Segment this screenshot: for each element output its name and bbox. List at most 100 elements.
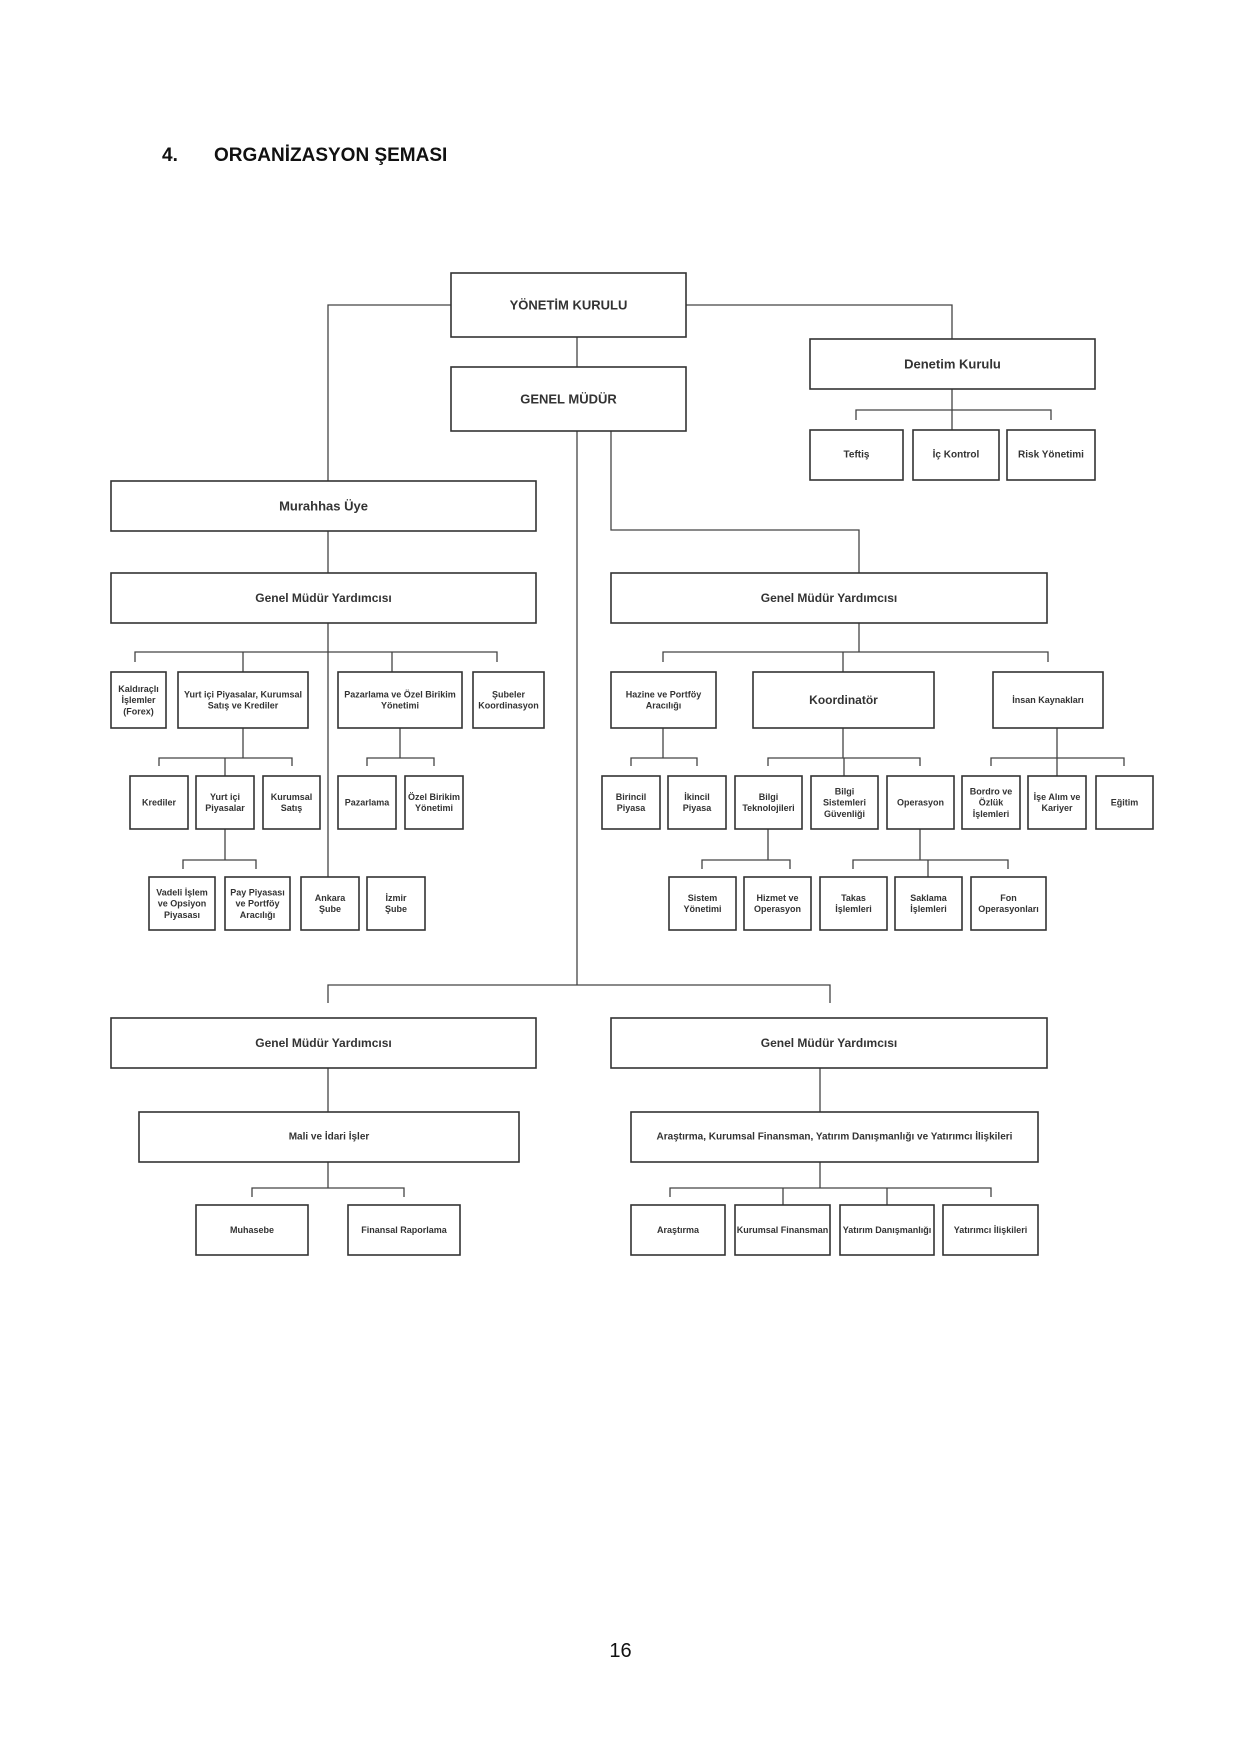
org-box-label: (Forex) (123, 706, 154, 716)
org-box-label: Operasyonları (978, 904, 1039, 914)
connector-line (630, 757, 698, 766)
org-box-gm: GENEL MÜDÜR (450, 366, 687, 432)
org-box-yk: YÖNETİM KURULU (450, 272, 687, 338)
org-box-kurumsal-fin: Kurumsal Finansman (734, 1204, 831, 1256)
org-box-label: Yönetimi (683, 904, 721, 914)
org-box-label: Şube (319, 904, 341, 914)
org-box-label: Piyasa (617, 803, 647, 813)
org-box-label: İnsan Kaynakları (1012, 695, 1084, 705)
org-box-gmy1: Genel Müdür Yardımcısı (110, 572, 537, 624)
org-box-label: Fon (1000, 893, 1017, 903)
org-box-risk: Risk Yönetimi (1006, 429, 1096, 481)
org-box-label: Özlük (979, 798, 1004, 808)
org-box-dk: Denetim Kurulu (809, 338, 1096, 390)
org-box-label: Satış (281, 803, 303, 813)
org-box-label: Operasyon (754, 904, 801, 914)
org-box-label: Kurumsal (271, 792, 313, 802)
org-box-label: YÖNETİM KURULU (510, 298, 628, 313)
section-number: 4. (162, 145, 178, 166)
org-box-label: Sistem (688, 893, 718, 903)
org-box-label: Genel Müdür Yardımcısı (761, 591, 898, 605)
org-box-gmy3: Genel Müdür Yardımcısı (110, 1017, 537, 1069)
org-box-label: ve Portföy (235, 899, 279, 909)
org-boxes: YÖNETİM KURULU GENEL MÜDÜR Denetim KuruluT… (110, 272, 1154, 1256)
connector-line (662, 651, 1049, 662)
connector-line (134, 651, 498, 662)
org-box-teftis: Teftiş (809, 429, 904, 481)
org-box-label: Ankara (315, 893, 347, 903)
org-box-label: GENEL MÜDÜR (520, 392, 617, 407)
org-box-label: Yatırım Danışmanlığı (843, 1225, 932, 1235)
org-box-label: Operasyon (897, 798, 944, 808)
connector-line (327, 304, 451, 481)
org-box-label: Araştırma, Kurumsal Finansman, Yatırım D… (657, 1130, 1013, 1143)
org-box-label: Bilgi (759, 792, 779, 802)
org-box-gmy2: Genel Müdür Yardımcısı (610, 572, 1048, 624)
org-box-label: Krediler (142, 798, 177, 808)
connector-line (855, 409, 1052, 420)
connector-lines (134, 304, 1125, 1205)
connector-line (327, 984, 831, 1003)
org-box-label: Piyasalar (205, 803, 245, 813)
org-box-label: Şube (385, 904, 407, 914)
org-box-label: İşe Alım ve (1034, 792, 1081, 802)
connector-line (610, 431, 860, 573)
org-box-label: Piyasası (164, 910, 200, 920)
org-box-murahhas: Murahhas Üye (110, 480, 537, 532)
org-box-label: Hizmet ve (756, 893, 798, 903)
org-box-label: Yönetimi (381, 701, 419, 711)
org-box-label: Teknolojileri (742, 803, 794, 813)
org-box-label: Kurumsal Finansman (737, 1225, 829, 1235)
org-box-label: İşlemleri (835, 904, 872, 914)
org-box-yatirimci: Yatırımcı İlişkileri (942, 1204, 1039, 1256)
org-box-label: Kariyer (1041, 803, 1073, 813)
org-box-operasyon: Operasyon (886, 775, 955, 830)
org-box-label: Koordinasyon (478, 701, 539, 711)
section-heading: 4.ORGANİZASYON ŞEMASI (162, 145, 447, 167)
org-box-label: Eğitim (1111, 798, 1139, 808)
org-box-muhasebe: Muhasebe (195, 1204, 309, 1256)
org-box-krediler: Krediler (129, 775, 189, 830)
org-box-koordinator: Koordinatör (752, 671, 935, 729)
org-box-label: Özel Birikim (408, 792, 460, 802)
org-box-label: İşlemleri (910, 904, 947, 914)
org-box-label: İç Kontrol (933, 448, 980, 461)
org-box-ickontrol: İç Kontrol (912, 429, 1000, 481)
org-box-label: Bilgi (835, 786, 855, 796)
org-box-label: ve Opsiyon (158, 899, 207, 909)
org-box-label: Yurt içi Piyasalar, Kurumsal (184, 689, 302, 699)
org-box-label: Satış ve Krediler (208, 701, 279, 711)
org-box-label: Koordinatör (809, 693, 878, 707)
org-box-label: Yurt içi (210, 792, 240, 802)
org-box-label: Piyasa (683, 803, 713, 813)
org-box-label: Kaldıraçlı (118, 684, 159, 694)
org-box-label: Güvenliği (824, 809, 865, 819)
org-box-label: Sistemleri (823, 798, 866, 808)
org-box-label: Muhasebe (230, 1225, 274, 1235)
page-number: 16 (609, 1640, 632, 1662)
org-box-label: Finansal Raporlama (361, 1225, 448, 1235)
org-box-label: Mali ve İdari İşler (289, 1130, 370, 1143)
org-box-label: Şubeler (492, 689, 526, 699)
org-box-label: Hazine ve Portföy (626, 689, 702, 699)
org-box-label: Araştırma (657, 1225, 700, 1235)
org-box-label: Genel Müdür Yardımcısı (255, 1036, 392, 1050)
